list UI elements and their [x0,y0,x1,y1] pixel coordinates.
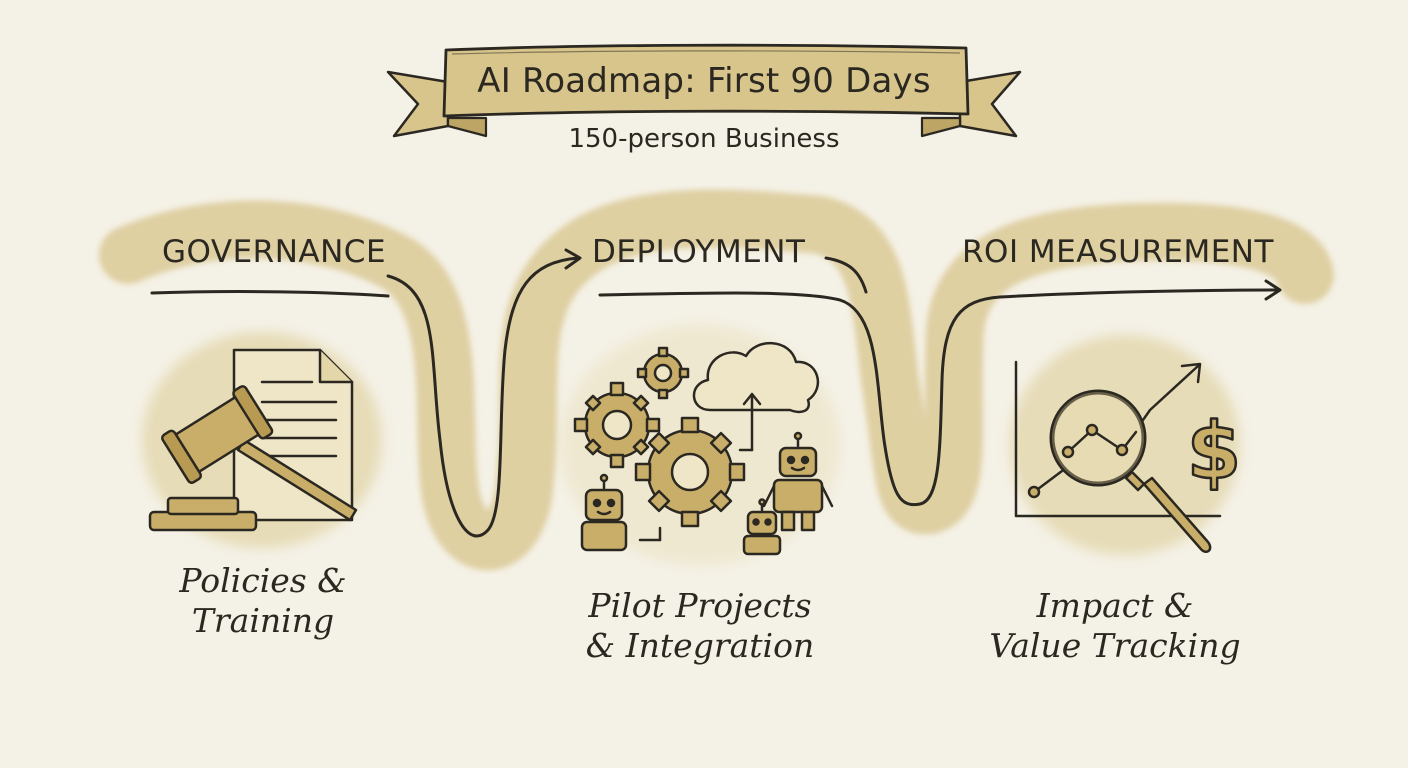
gavel-document-icon [148,348,358,532]
title-banner [386,43,1022,138]
robot-icon [742,498,782,556]
caption-line: & Integration [585,626,815,665]
road-line [150,248,1282,538]
caption-line: Impact & [1036,586,1194,625]
cloud-icon [692,341,820,414]
caption-line: Value Tracking [989,626,1241,665]
chart-axes [1014,360,1222,518]
dollar-icon: $ [1186,406,1243,499]
phase-label-roi-measurement: ROI MEASUREMENT [962,234,1274,270]
arrow-head-deployment [564,248,582,270]
caption-line: Policies & [179,561,347,600]
arrow-head-roi [1264,279,1282,301]
caption-deployment: Pilot Projects & Integration [565,586,835,666]
page-title: AI Roadmap: First 90 Days [477,61,931,101]
robot-icon [580,473,662,552]
caption-line: Training [191,601,335,640]
phase-label-governance: GOVERNANCE [162,234,387,270]
caption-governance: Policies & Training [148,561,378,641]
magnifier-chart-dollar-icon: $ [1014,360,1243,553]
gear-icon [634,416,746,528]
robot-icon [762,431,834,532]
phase-label-deployment: DEPLOYMENT [592,234,806,270]
gear-icon [573,381,661,469]
caption-roi-measurement: Impact & Value Tracking [985,586,1245,666]
svg-text:$: $ [1187,407,1241,497]
caption-line: Pilot Projects [588,586,812,625]
watercolor-road [99,189,1334,571]
gears-cloud-robots-icon [573,341,834,556]
gear-icon [636,346,690,400]
page-subtitle: 150-person Business [568,124,840,154]
magnifier-icon [1049,389,1212,553]
